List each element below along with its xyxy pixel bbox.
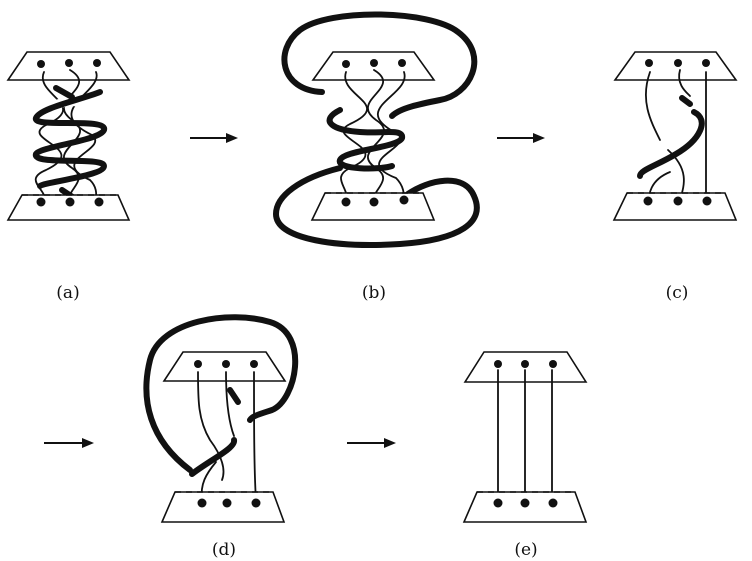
panel-label: (c) (666, 283, 689, 303)
bottom-plate (612, 192, 738, 221)
panel-c: (c) (612, 51, 738, 303)
anchor-dots (36, 59, 104, 207)
thick-loop (143, 314, 299, 473)
panel-label: (b) (362, 283, 386, 303)
thick-strand (189, 387, 241, 477)
panel-label: (d) (212, 540, 236, 560)
panel-a: (a) (6, 51, 131, 303)
arrow-c-to-d (44, 438, 94, 448)
thin-strands (197, 371, 257, 501)
panel-d: (d) (143, 314, 299, 560)
thin-strands (340, 69, 406, 201)
panel-label: (a) (56, 283, 79, 303)
thin-strands (497, 369, 553, 501)
panel-label: (e) (514, 540, 537, 560)
anchor-dots (493, 360, 558, 508)
anchor-dots (643, 59, 712, 206)
panel-b: (b) (272, 11, 480, 303)
bottom-plate (160, 491, 286, 523)
panel-e: (e) (462, 351, 588, 560)
arrow-b-to-c (497, 133, 545, 143)
thick-loop (272, 11, 480, 248)
anchor-dots (194, 360, 261, 508)
arrow-a-to-b (190, 133, 238, 143)
anchor-dots (341, 59, 409, 207)
thick-strand (32, 85, 108, 201)
thick-strand (637, 95, 705, 179)
bottom-plate (310, 192, 436, 221)
arrow-d-to-e (347, 438, 396, 448)
